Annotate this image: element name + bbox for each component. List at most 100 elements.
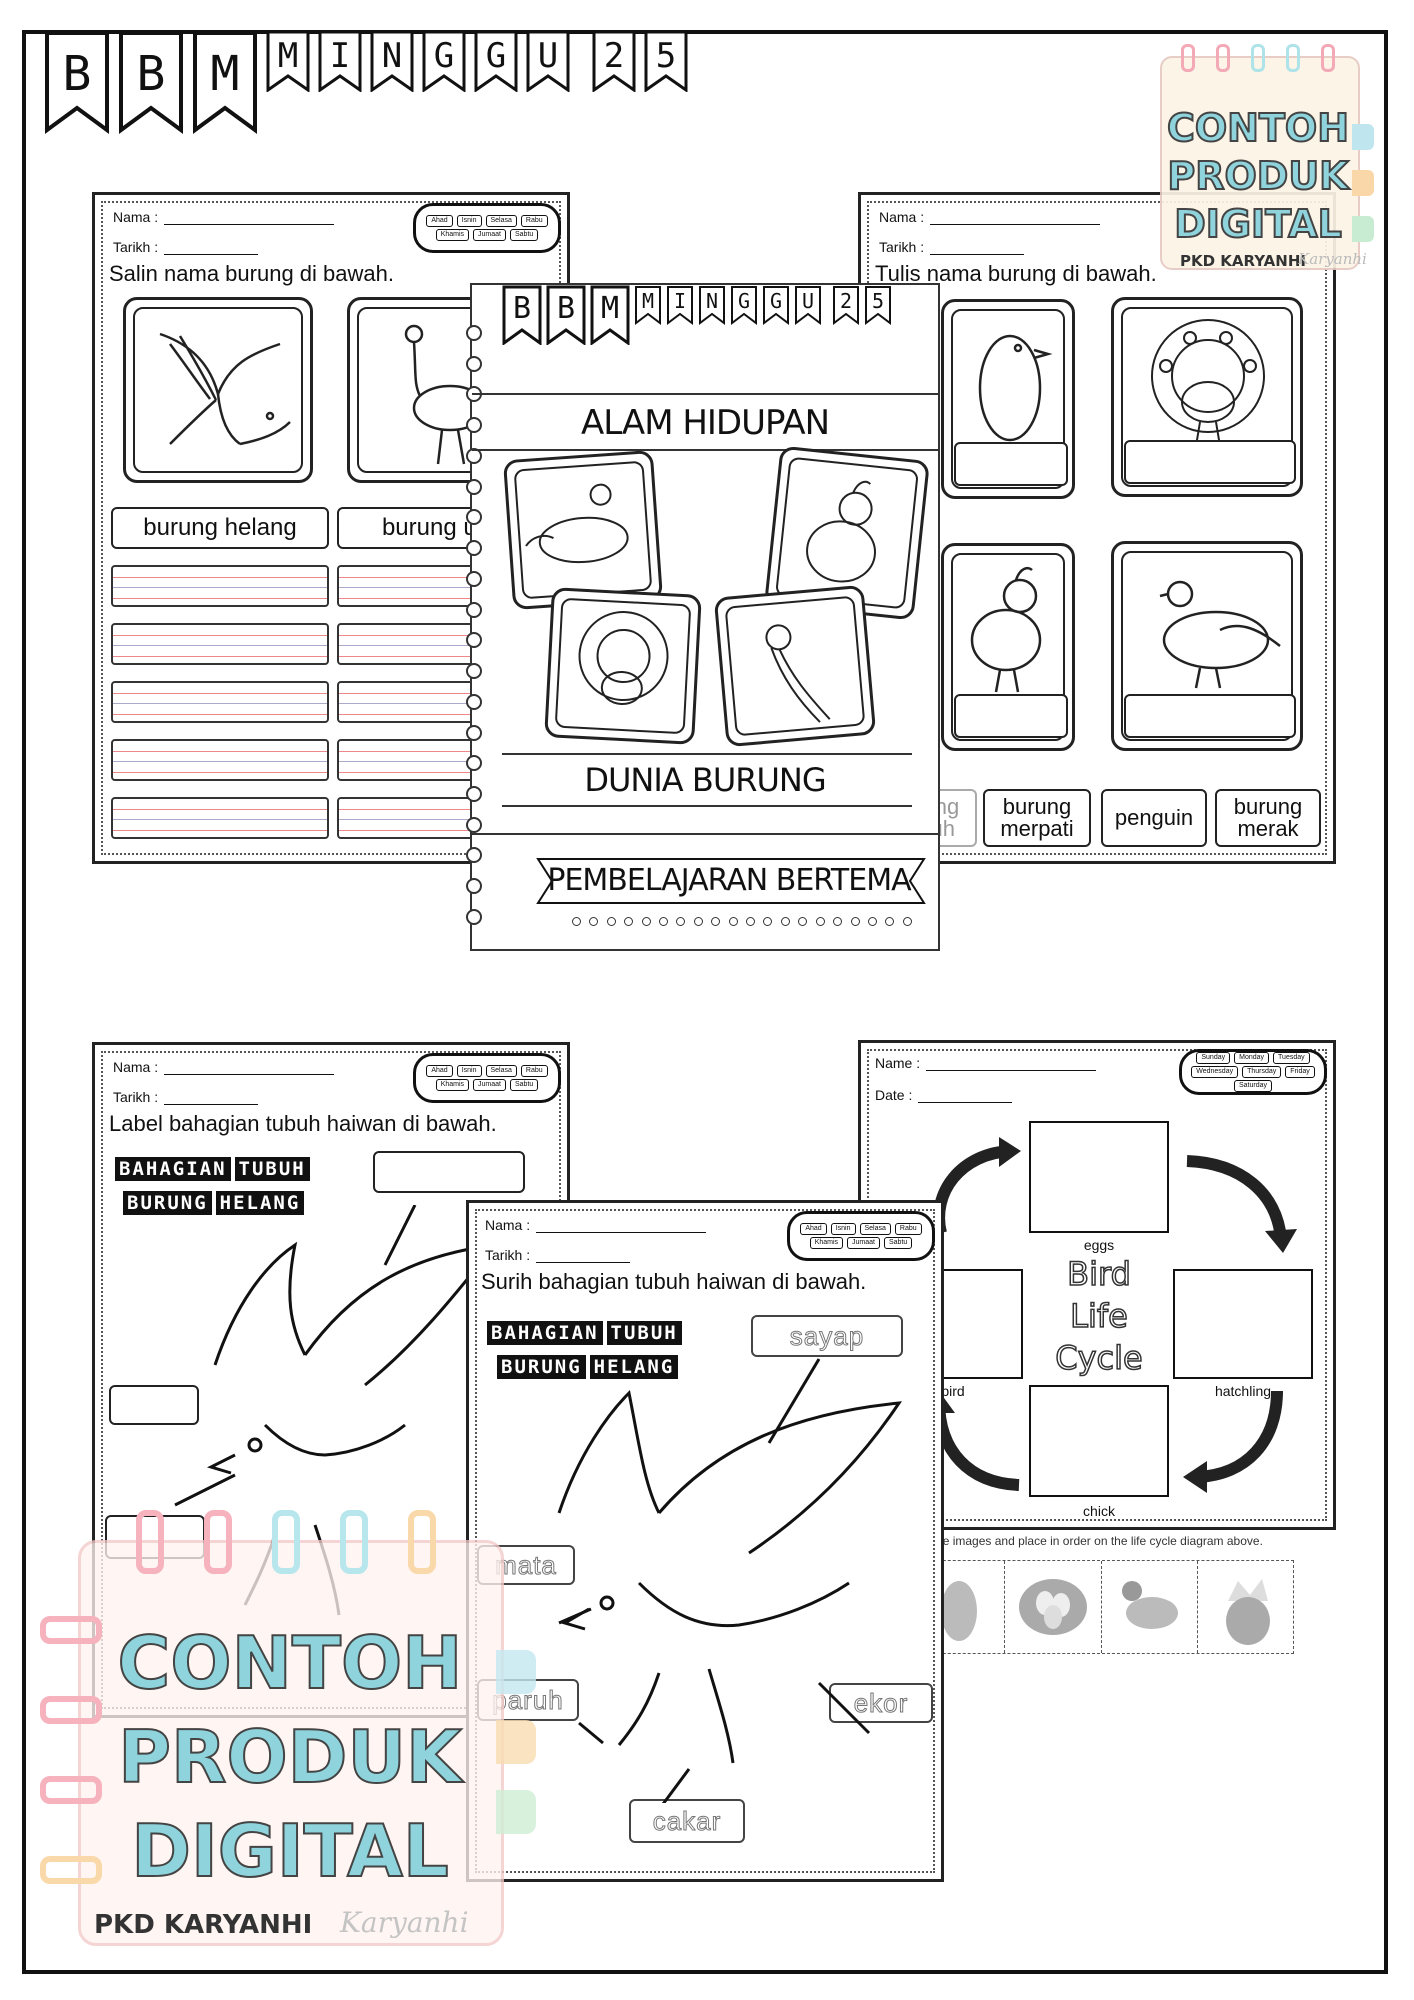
- writing-line[interactable]: [111, 797, 329, 839]
- cover-card-parrot: [713, 584, 877, 748]
- trace-label-claw[interactable]: cakar: [629, 1799, 745, 1843]
- writing-line[interactable]: [111, 681, 329, 723]
- center-title-line: Cycle: [1055, 1338, 1144, 1378]
- stamp-brand: PKD KARYANHI: [94, 1910, 313, 1940]
- stamp-signature: Karyanhi: [340, 1906, 469, 1939]
- penguin-icon: [978, 334, 1053, 442]
- center-title-line: Life: [1069, 1296, 1128, 1336]
- sample-product-stamp: CONTOH PRODUK DIGITAL PKD KARYANHI Karya…: [1130, 40, 1374, 284]
- cutout-image[interactable]: [1102, 1561, 1198, 1653]
- bird-name-label: burung helang: [111, 507, 329, 549]
- stamp-line: CONTOH: [1166, 105, 1350, 151]
- stamp-signature: Karyanhi: [1298, 250, 1367, 268]
- date-field: Tarikh :: [485, 1247, 631, 1263]
- name-field: Nama :: [879, 209, 1101, 225]
- banner-flag: N: [698, 285, 726, 325]
- bird-card-penguin: [941, 299, 1075, 499]
- trace-label-tail[interactable]: ekor: [829, 1683, 933, 1723]
- peacock-icon: [1151, 319, 1265, 447]
- stage-box-hatchling[interactable]: [1173, 1269, 1313, 1379]
- banner-flag: G: [474, 30, 518, 92]
- eagle-icon: [159, 332, 291, 446]
- banner-flag: U: [794, 285, 822, 325]
- name-field: Nama :: [113, 209, 335, 225]
- cutout-image[interactable]: [1005, 1561, 1102, 1653]
- stamp-line: DIGITAL: [1173, 201, 1343, 247]
- stamp-line: DIGITAL: [130, 1808, 450, 1894]
- parrot-icon: [765, 624, 831, 723]
- instruction-text: Tulis nama burung di bawah.: [875, 261, 1157, 286]
- banner-flag: N: [370, 30, 414, 92]
- stage-label: chick: [1083, 1503, 1115, 1519]
- page-border: [22, 30, 1388, 1974]
- stamp-line: PRODUK: [1166, 153, 1349, 199]
- date-field: Tarikh :: [113, 239, 259, 255]
- stamp-brand: PKD KARYANHI: [1180, 252, 1306, 270]
- title-banner: B B M M I N G G U 2 5: [44, 30, 688, 134]
- date-field: Tarikh :: [879, 239, 1025, 255]
- instruction-text: Surih bahagian tubuh haiwan di bawah.: [481, 1269, 867, 1294]
- banner-flag: U: [526, 30, 570, 92]
- bird-card-pigeon: [1111, 541, 1303, 751]
- cutout-image[interactable]: [1198, 1561, 1293, 1653]
- banner-flag: M: [590, 285, 630, 345]
- banner-flag: B: [118, 30, 184, 134]
- instruction-text: Label bahagian tubuh haiwan di bawah.: [109, 1111, 497, 1136]
- nest-eggs-icon: [1019, 1579, 1088, 1635]
- word-card: burung merpati: [983, 789, 1091, 847]
- banner-flag: B: [44, 30, 110, 134]
- banner-flag: M: [266, 30, 310, 92]
- stamp-line: CONTOH: [117, 1620, 464, 1706]
- banner-flag: G: [730, 285, 758, 325]
- center-title-line: Bird: [1066, 1254, 1131, 1294]
- cutout-image[interactable]: [909, 1561, 1006, 1653]
- name-field: Nama :: [113, 1059, 335, 1075]
- stage-label: bird: [941, 1383, 965, 1399]
- cutout-instruction: Cut around the images and place in order…: [870, 1534, 1263, 1548]
- banner-flag: 5: [644, 30, 688, 92]
- banner-flag: 2: [592, 30, 636, 92]
- banner-flag: M: [192, 30, 258, 134]
- quail-icon: [806, 480, 876, 583]
- banner-flag: G: [762, 285, 790, 325]
- trace-label-wing[interactable]: sayap: [751, 1315, 903, 1357]
- quail-icon: [970, 566, 1042, 693]
- bird-card-eagle: [123, 297, 313, 483]
- date-field: Date :: [875, 1087, 1013, 1103]
- cover-topic: DUNIA BURUNG: [584, 761, 826, 799]
- cover-theme: ALAM HIDUPAN: [580, 403, 830, 443]
- stage-box-eggs[interactable]: [1029, 1121, 1169, 1233]
- cover-card-pigeon: [502, 449, 664, 611]
- banner-flag: G: [422, 30, 466, 92]
- writing-line[interactable]: [111, 739, 329, 781]
- banner-flag: 2: [832, 285, 860, 325]
- writing-line[interactable]: [111, 565, 329, 607]
- peacock-icon: [578, 611, 669, 705]
- cover-card-quail: [764, 445, 930, 621]
- answer-box[interactable]: [373, 1151, 525, 1193]
- banner-flag: I: [666, 285, 694, 325]
- cover-footer: PEMBELAJARAN BERTEMA: [547, 863, 911, 898]
- banner-flag: 5: [864, 285, 892, 325]
- bird-card-quail: [941, 543, 1075, 751]
- pigeon-icon: [525, 483, 629, 564]
- writing-line[interactable]: [111, 623, 329, 665]
- banner-flag: B: [546, 285, 586, 345]
- cycle-arrow-icon: [1183, 1390, 1283, 1493]
- footer-ribbon: [536, 858, 926, 904]
- stage-box-chick[interactable]: [1029, 1385, 1169, 1497]
- answer-box[interactable]: [109, 1385, 199, 1425]
- pigeon-icon: [1159, 580, 1281, 689]
- banner-flag: M: [634, 285, 662, 325]
- name-field: Name :: [875, 1055, 1097, 1071]
- hatchling-photo-icon: [1225, 1579, 1270, 1645]
- chick-photo-icon: [1121, 1581, 1178, 1629]
